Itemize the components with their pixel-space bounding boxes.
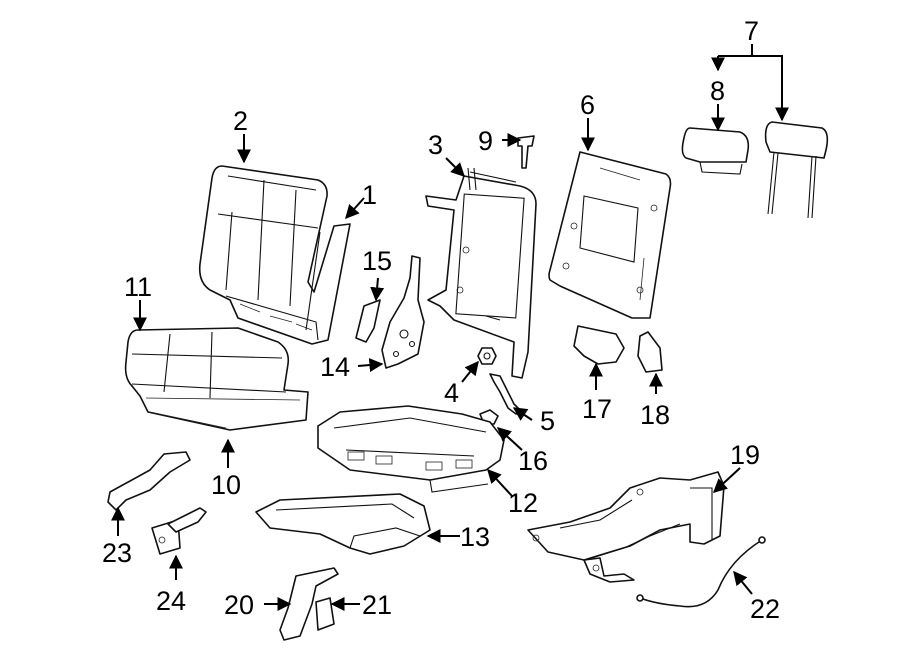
seat-back-panel[interactable] bbox=[548, 151, 672, 319]
hinge-cover[interactable] bbox=[637, 331, 663, 373]
callout-3: 3 bbox=[428, 130, 443, 160]
seat-pad[interactable] bbox=[255, 493, 431, 555]
mounting-plate[interactable] bbox=[315, 597, 335, 631]
callout-12: 12 bbox=[508, 488, 538, 518]
callout-7: 7 bbox=[744, 16, 759, 46]
callout-19: 19 bbox=[730, 440, 760, 470]
side-bracket[interactable] bbox=[381, 255, 425, 369]
seat-latch[interactable] bbox=[151, 507, 207, 555]
nut[interactable] bbox=[477, 347, 497, 365]
seat-back-cushion[interactable] bbox=[198, 165, 351, 345]
seat-back-frame[interactable] bbox=[425, 167, 537, 379]
callout-6: 6 bbox=[580, 90, 595, 120]
side-trim-panel[interactable] bbox=[355, 299, 381, 343]
seat-cushion[interactable] bbox=[124, 327, 309, 431]
callout-15: 15 bbox=[362, 246, 392, 276]
release-cable[interactable] bbox=[636, 536, 766, 608]
callout-9: 9 bbox=[478, 126, 493, 156]
callout-labels: 1 2 3 4 5 6 7 8 9 10 11 12 13 14 15 16 1… bbox=[102, 16, 780, 624]
callout-20: 20 bbox=[224, 590, 254, 620]
trim-bezel[interactable] bbox=[573, 325, 625, 365]
seat-track[interactable] bbox=[527, 471, 725, 583]
headrest-assembly[interactable] bbox=[764, 121, 829, 219]
callout-18: 18 bbox=[640, 400, 670, 430]
support-bracket[interactable] bbox=[279, 567, 339, 641]
callout-2: 2 bbox=[233, 106, 248, 136]
callout-23: 23 bbox=[102, 538, 132, 568]
callout-13: 13 bbox=[460, 522, 490, 552]
callout-24: 24 bbox=[156, 586, 186, 616]
callout-22: 22 bbox=[750, 594, 780, 624]
callout-17: 17 bbox=[582, 394, 612, 424]
callout-11: 11 bbox=[124, 272, 152, 302]
leader-lines bbox=[111, 44, 789, 611]
callout-5: 5 bbox=[540, 406, 555, 436]
headrest-guide-pin[interactable] bbox=[517, 135, 535, 169]
headrest-cushion[interactable] bbox=[681, 127, 750, 175]
callout-8: 8 bbox=[710, 76, 725, 106]
callout-21: 21 bbox=[362, 590, 392, 620]
callout-16: 16 bbox=[518, 446, 548, 476]
callout-1: 1 bbox=[362, 180, 377, 210]
lower-bracket[interactable] bbox=[107, 451, 191, 511]
seat-pan-frame[interactable] bbox=[317, 405, 505, 493]
callout-10: 10 bbox=[211, 470, 241, 500]
callout-4: 4 bbox=[444, 378, 459, 408]
callout-14: 14 bbox=[320, 352, 350, 382]
